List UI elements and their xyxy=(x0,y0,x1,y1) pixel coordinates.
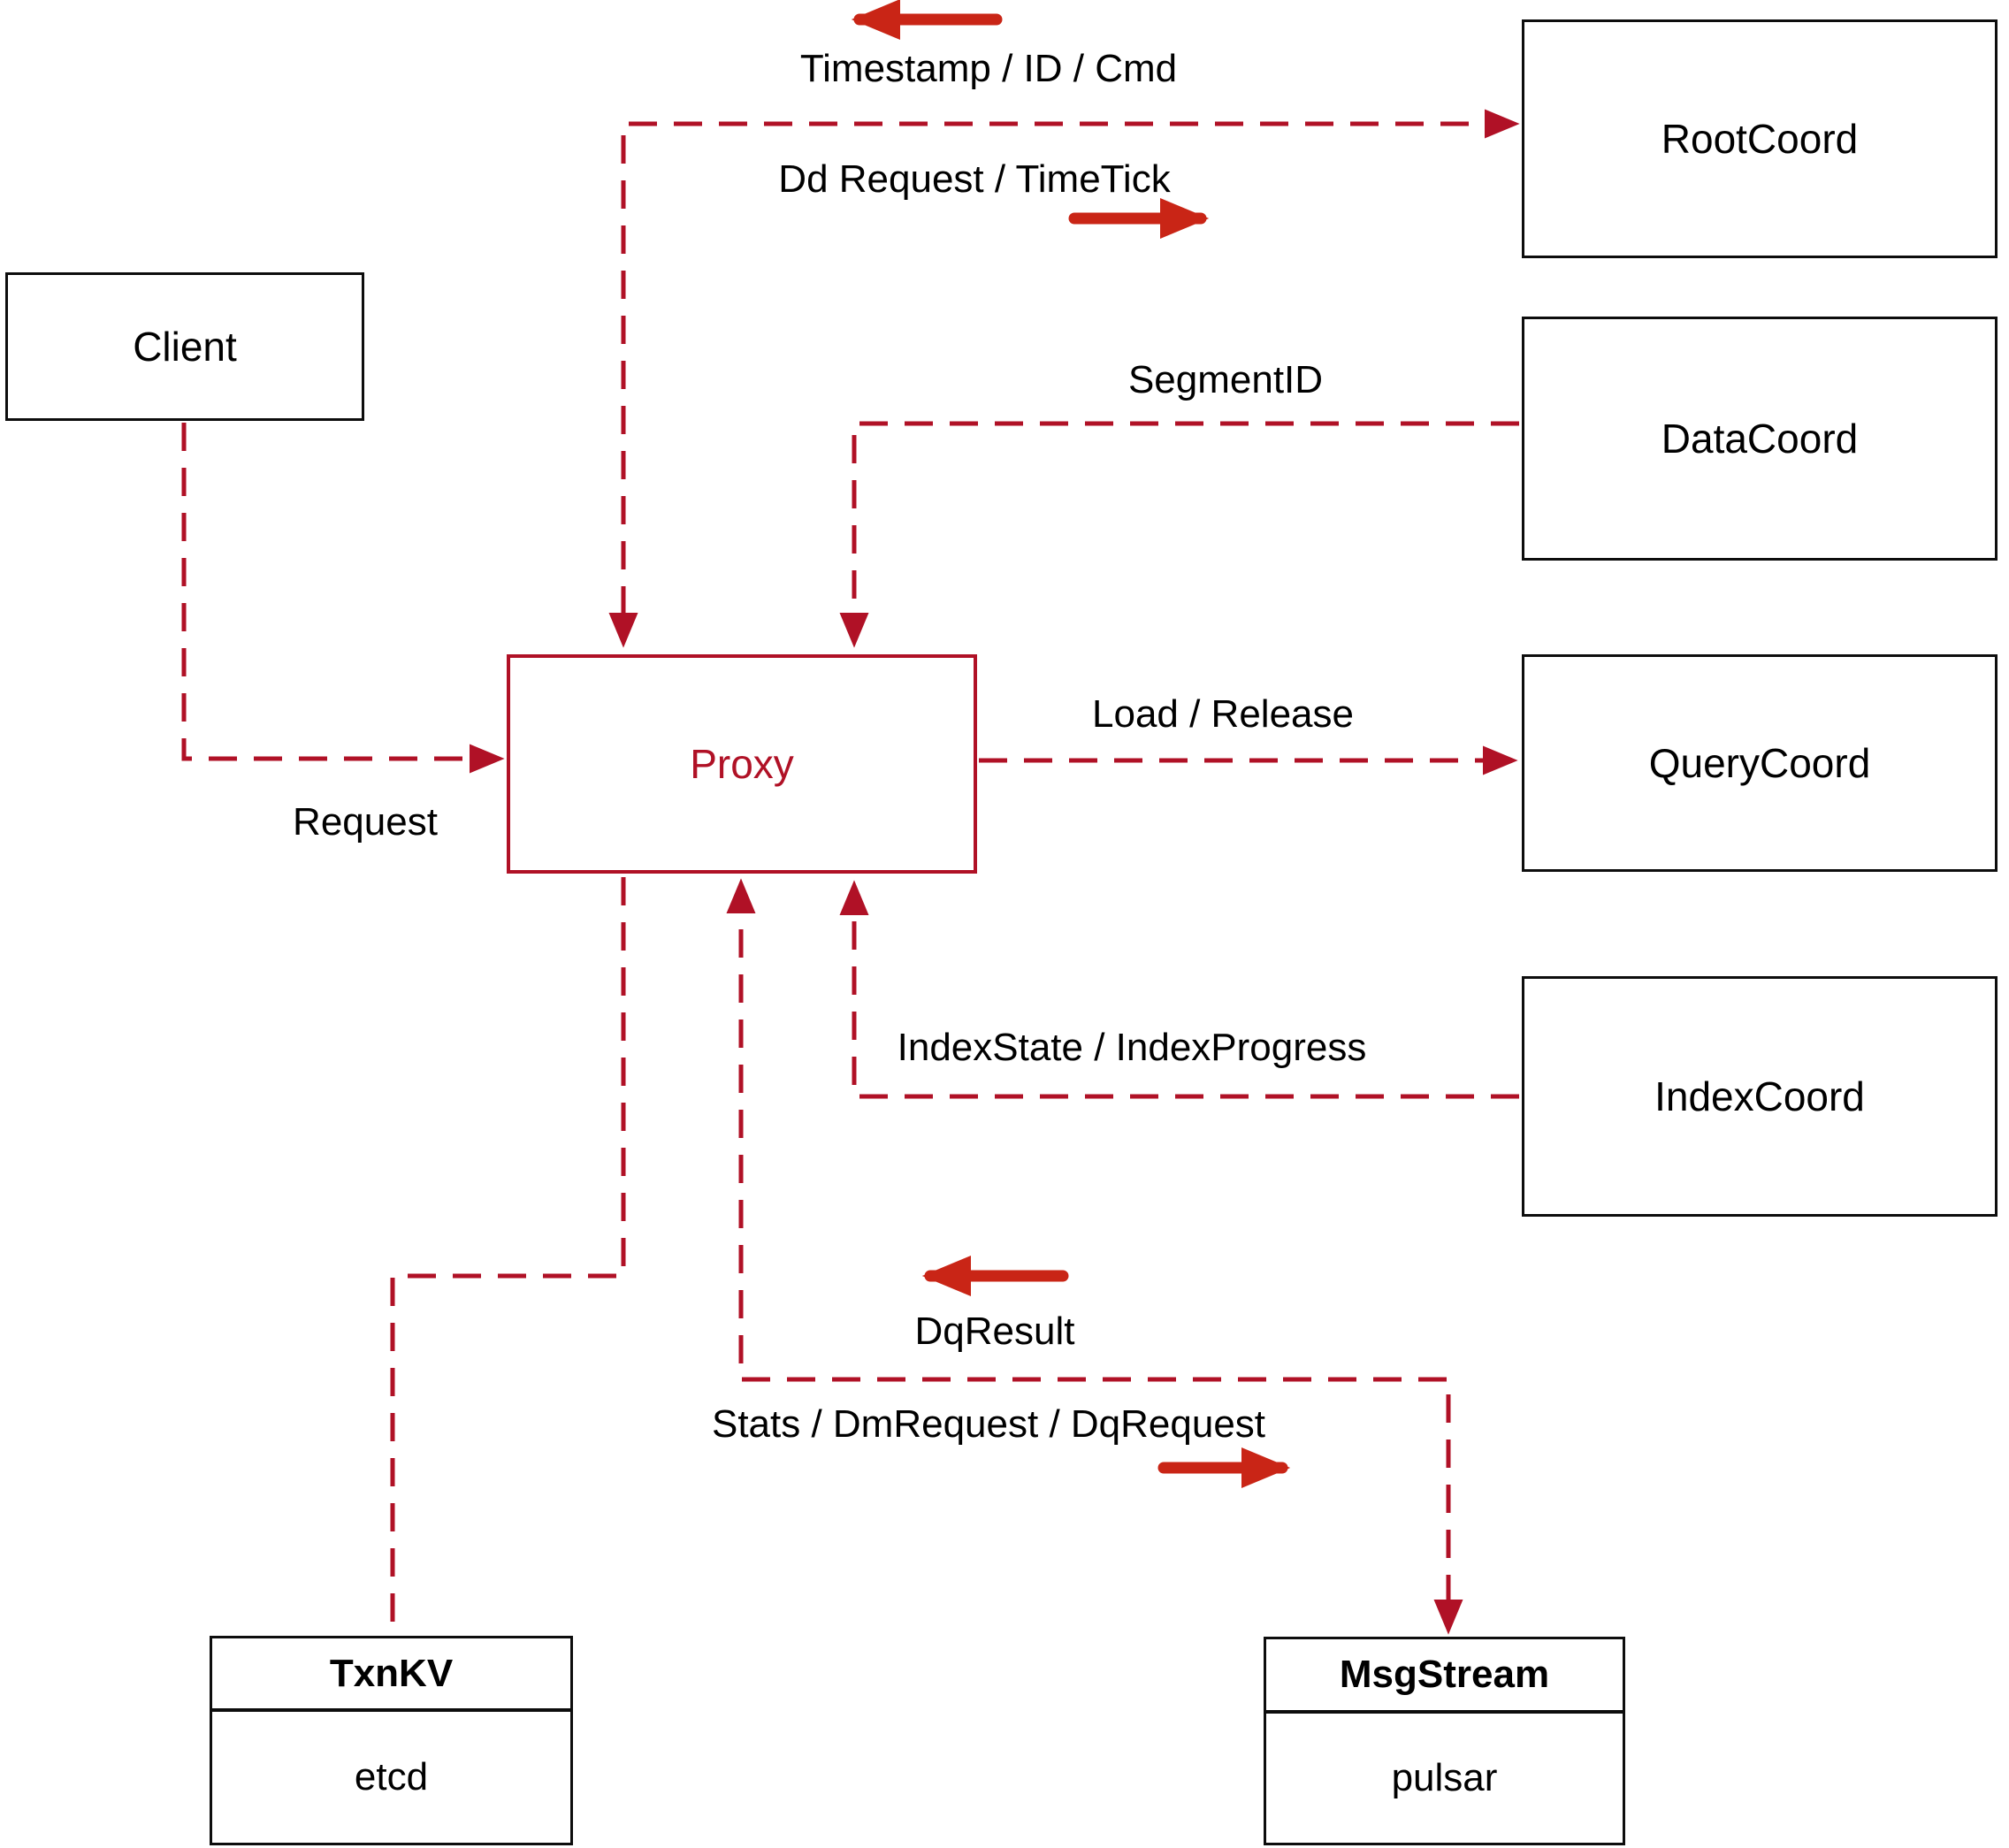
node-indexcoord-label: IndexCoord xyxy=(1654,1073,1865,1119)
edge-label-load-release: Load / Release xyxy=(1092,692,1354,736)
node-querycoord-label: QueryCoord xyxy=(1648,740,1871,786)
node-proxy-label: Proxy xyxy=(690,741,794,787)
node-msgstream: MsgStream pulsar xyxy=(1264,1637,1625,1845)
node-rootcoord: RootCoord xyxy=(1522,19,1998,258)
node-datacoord: DataCoord xyxy=(1522,317,1998,561)
node-txnkv: TxnKV etcd xyxy=(210,1636,573,1845)
node-txnkv-impl: etcd xyxy=(354,1755,429,1798)
edge-label-indexstate-indexprogress: IndexState / IndexProgress xyxy=(897,1026,1367,1069)
node-client: Client xyxy=(5,272,364,421)
edge-client-proxy xyxy=(181,423,505,774)
node-querycoord: QueryCoord xyxy=(1522,654,1998,872)
node-datacoord-label: DataCoord xyxy=(1661,416,1859,462)
node-msgstream-title: MsgStream xyxy=(1266,1639,1623,1714)
edge-label-dqresult: DqResult xyxy=(914,1310,1075,1353)
node-client-label: Client xyxy=(133,324,237,370)
edge-label-dd-request-timetick: Dd Request / TimeTick xyxy=(778,157,1171,201)
node-txnkv-title: TxnKV xyxy=(212,1638,570,1712)
edge-datacoord-proxy xyxy=(839,421,1519,648)
node-indexcoord: IndexCoord xyxy=(1522,976,1998,1217)
edge-label-segmentid: SegmentID xyxy=(1127,358,1324,401)
edge-label-timestamp-id-cmd: Timestamp / ID / Cmd xyxy=(799,47,1178,90)
edge-label-request: Request xyxy=(293,800,438,844)
edge-proxy-txnkv xyxy=(390,877,626,1634)
node-proxy: Proxy xyxy=(507,654,977,874)
node-rootcoord-label: RootCoord xyxy=(1661,116,1859,162)
edge-proxy-msgstream xyxy=(726,878,1463,1635)
edge-label-stats-dmrequest-dqrequest: Stats / DmRequest / DqRequest xyxy=(711,1402,1266,1446)
node-msgstream-impl: pulsar xyxy=(1391,1756,1498,1799)
